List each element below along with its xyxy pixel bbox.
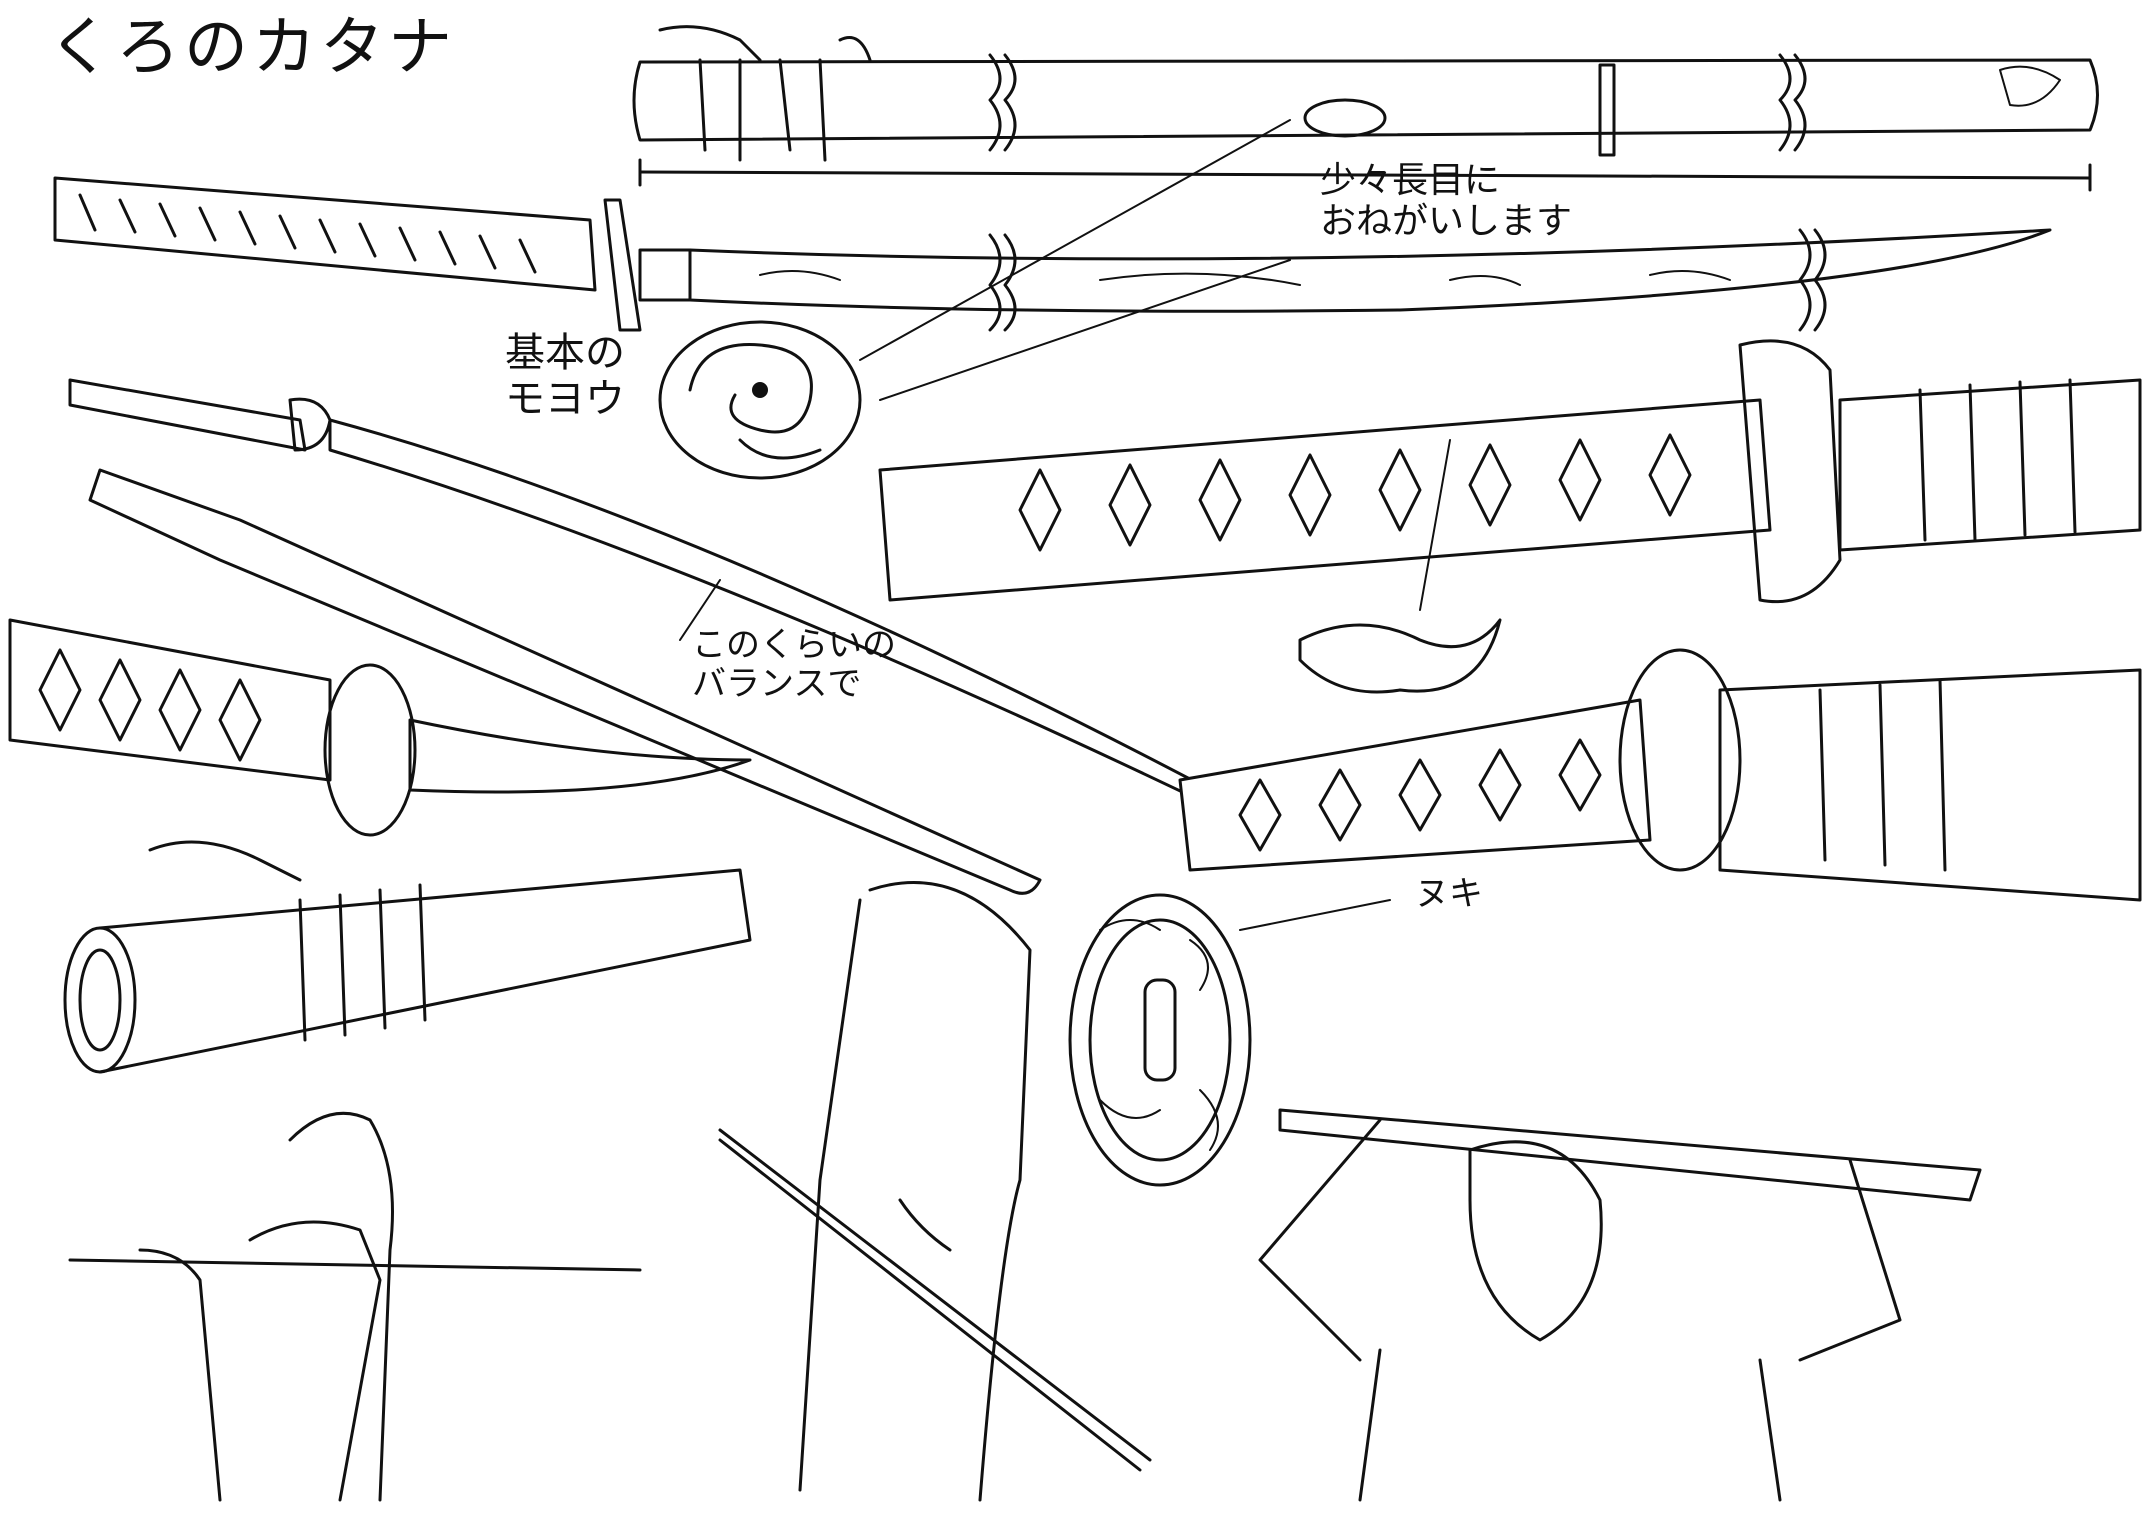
hilt-left-crop bbox=[8, 618, 752, 837]
tsuba-guard-icon bbox=[1068, 893, 1391, 1187]
figure-center bbox=[718, 881, 1152, 1502]
note-nuki: ヌキ bbox=[1415, 874, 1483, 914]
scabbard-top bbox=[632, 25, 2099, 192]
scabbard-mouth bbox=[63, 840, 752, 1074]
note-balance: このくらいの バランスで bbox=[692, 625, 896, 705]
hilt-closeup-lower bbox=[1178, 648, 2142, 902]
katana-row2 bbox=[53, 176, 2052, 332]
sheet-title: くろのカタナ bbox=[48, 11, 456, 85]
note-basic-pattern: 基本の モヨウ bbox=[505, 330, 625, 422]
tomoe-motif-icon bbox=[658, 119, 1291, 480]
figure-left bbox=[68, 1111, 642, 1502]
note-longer-please: 少々長目に おねがいします bbox=[1320, 160, 1573, 243]
figure-right bbox=[1258, 1108, 1982, 1502]
hilt-closeup-upper bbox=[878, 339, 2142, 694]
